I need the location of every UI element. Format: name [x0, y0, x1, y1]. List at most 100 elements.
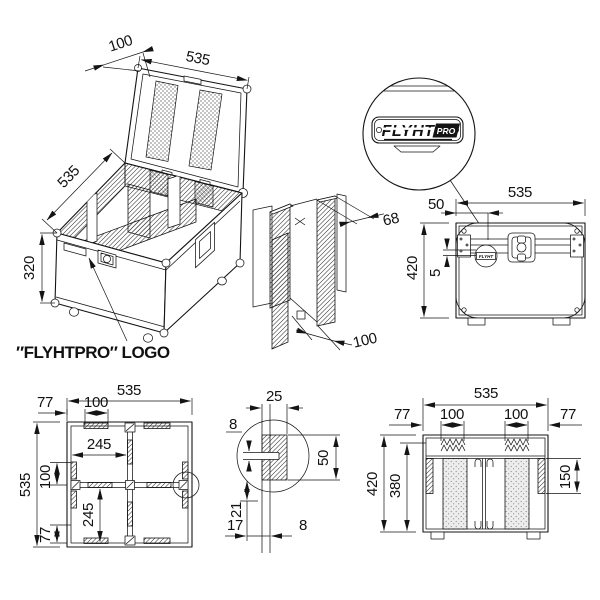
rivet: [376, 127, 382, 133]
view-isometric-open-case: 320 535 535 100 ″FLYHTPRO″ LOGO: [16, 32, 252, 362]
detail-circle: [362, 77, 476, 191]
detail-circle: [236, 419, 310, 493]
divider-panel-section: [504, 458, 530, 530]
ball-corner: [235, 258, 245, 268]
logo-badge-text: FLYHT: [479, 254, 494, 259]
dim-slot-below: 21: [228, 502, 245, 518]
dim-panel-depth: 68: [381, 210, 401, 230]
dim-lid-depth: 100: [107, 32, 135, 56]
flyhtpro-logo-note: ″FLYHTPRO″ LOGO: [16, 343, 170, 362]
foam-serration: [440, 444, 466, 452]
cross-dimensions: [291, 195, 385, 351]
view-cross-section: 535 77 100 100 77 420 380 150: [364, 385, 582, 540]
dim-plan-half-width: 245: [87, 436, 111, 453]
case-interior: [57, 163, 242, 263]
dim-panel-width: 100: [351, 330, 378, 352]
wall-liner: [83, 422, 109, 429]
logo-stencil-slit: [382, 127, 435, 130]
logo-badge-band: [476, 252, 496, 260]
dim-slot-height: 50: [315, 450, 332, 466]
dim-front-width: 535: [508, 184, 532, 201]
slot-opening: [243, 452, 279, 460]
dim-panel-thickness: 8: [299, 517, 307, 534]
divider-clip: [294, 217, 306, 226]
divider-panel-edge: [167, 174, 181, 229]
lid-foam-strip: [188, 89, 223, 171]
caster-wheel: [143, 333, 153, 343]
wall-liner: [70, 490, 77, 509]
lid-inner-frame: [130, 73, 242, 188]
view-slot-detail-circle: 25 8 50 21 17 8: [225, 388, 340, 553]
view-top-plan: 535 77 100 245 100 245 77 535: [17, 382, 200, 548]
divider-hatch: [127, 501, 133, 527]
dim-section-right: 77: [560, 406, 576, 423]
divider-panel: [252, 205, 273, 308]
logo-pro-box: [432, 123, 460, 138]
caster-wheel: [217, 276, 227, 286]
dim-section-liner: 150: [557, 465, 574, 489]
view-front-elevation: FLYHT 535 50 420 5: [404, 184, 586, 326]
stacking-brace: [457, 234, 471, 258]
divider-panel-section: [442, 458, 468, 530]
foot: [552, 317, 571, 326]
section-dimensions: [380, 398, 582, 533]
dim-logo-offset: 50: [428, 196, 444, 213]
divider-panel-top: [269, 203, 294, 215]
foam-serration: [504, 444, 530, 452]
dim-plan-bay: 100: [84, 394, 108, 411]
dim-body-height: 320: [21, 256, 38, 280]
divider-hatch: [127, 439, 133, 465]
dim-plan-depth: 535: [17, 473, 34, 497]
wall-liner: [83, 537, 109, 544]
logo-brand-text: FLYHT: [382, 123, 436, 140]
wall-liner: [182, 461, 189, 480]
lid-latch-plate: [183, 75, 202, 85]
divider-panel-edge: [86, 192, 98, 246]
ball-corner: [159, 328, 169, 338]
divider-panel-hatched: [316, 195, 336, 327]
divider-end-clips: [70, 422, 189, 546]
divider-clip: [474, 521, 494, 530]
divider-panel-hatched: [271, 232, 289, 350]
front-dimensions: [420, 199, 586, 319]
wall-liner: [143, 422, 171, 429]
foam-serration: [440, 438, 466, 446]
foot: [467, 317, 486, 326]
latch-dial: [103, 255, 111, 263]
dim-plan-edge: 77: [37, 394, 53, 411]
divider-hatch: [146, 482, 172, 488]
latch-dial: [516, 242, 527, 253]
lid-foam-strip: [145, 80, 179, 162]
wall-liner: [182, 490, 189, 509]
wall-liner: [143, 537, 171, 544]
interior-foam-strip: [194, 181, 214, 208]
slot-dimensions: [225, 404, 340, 541]
dim-plan-mid: 100: [37, 465, 54, 489]
interior-foam-strip: [149, 169, 169, 197]
dim-front-height: 420: [404, 256, 421, 280]
view-divider-cross: 68 100: [252, 193, 401, 352]
iso-dimensions: [39, 46, 250, 342]
view-logo-detail-circle: FLYHT PRO: [362, 77, 487, 235]
dim-plan-half-height: 245: [80, 503, 97, 527]
dim-section-height: 420: [364, 472, 381, 496]
logo-strip: [63, 242, 87, 257]
divider-clip: [474, 458, 494, 467]
dim-section-inner: 380: [387, 474, 404, 498]
dim-slot-opening: 8: [229, 416, 237, 433]
dim-plan-width: 535: [117, 382, 141, 399]
caster-wheel: [69, 307, 79, 317]
foam-serration: [504, 438, 530, 446]
plan-dimensions: [33, 398, 193, 548]
divider-hatch: [87, 482, 113, 488]
detail-callout-circle: [172, 471, 200, 499]
interior-divider: [127, 183, 151, 239]
logo-sub-text: PRO: [437, 126, 456, 136]
wall-liner: [425, 458, 434, 494]
wall-liner: [537, 458, 546, 494]
recessed-handle: [195, 221, 215, 269]
dim-plan-edge-bottom: 77: [37, 527, 54, 543]
handle-recess-top: [393, 145, 441, 153]
